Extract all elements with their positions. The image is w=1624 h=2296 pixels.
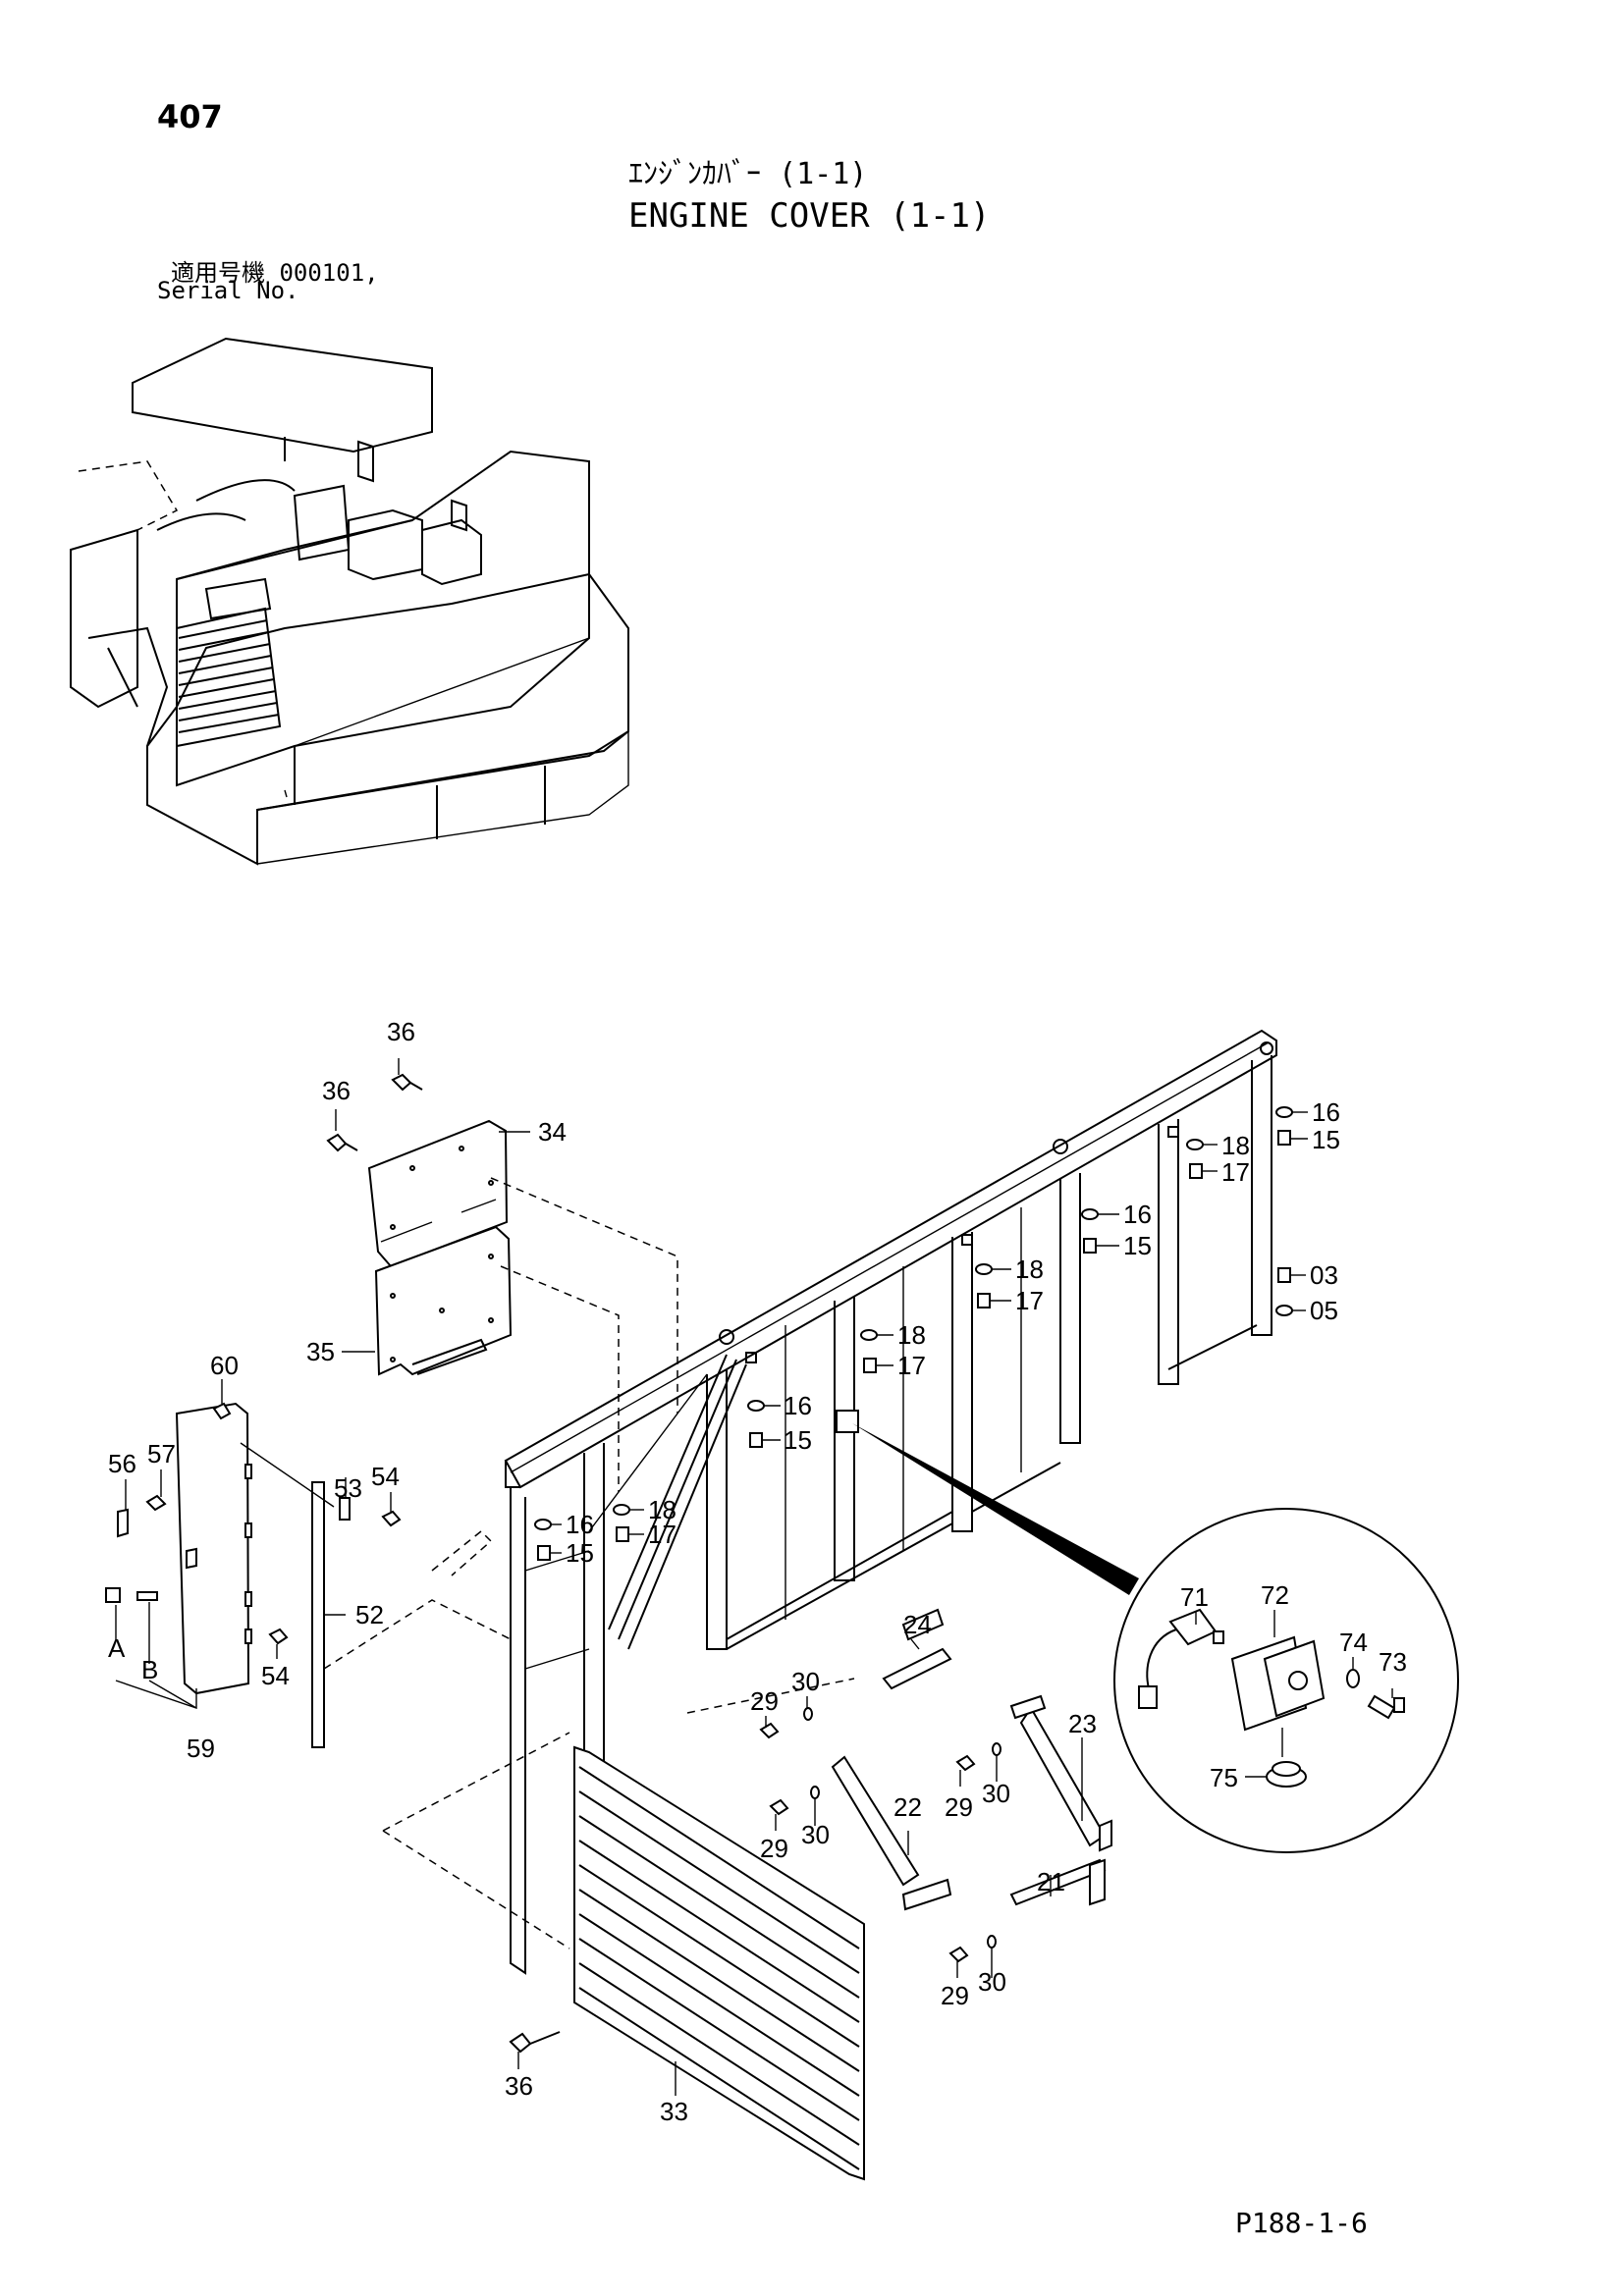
callout-22: 22 — [893, 1792, 922, 1822]
callout-30: 30 — [982, 1779, 1010, 1808]
callout-30: 30 — [978, 1967, 1006, 1997]
callout-29: 29 — [941, 1981, 969, 2010]
title-english: ENGINE COVER (1-1) — [628, 196, 991, 236]
title-japanese: ｴﾝｼﾞﾝｶﾊﾞｰ (1-1) — [628, 157, 868, 191]
callout-05: 05 — [1310, 1296, 1338, 1325]
stay-23 — [1019, 1706, 1107, 1847]
main-frame — [504, 1029, 1277, 1975]
callout-16: 16 — [1312, 1097, 1340, 1127]
callout-17: 17 — [648, 1520, 677, 1549]
callout-75: 75 — [1210, 1763, 1238, 1792]
callout-17: 17 — [897, 1351, 926, 1380]
grille-33 — [573, 1745, 865, 2181]
drawing-code: P188-1-6 — [1235, 2207, 1368, 2239]
detail-leader — [852, 1423, 1139, 1595]
serial-label-english: Serial No. — [157, 277, 299, 304]
callout-52: 52 — [355, 1600, 384, 1629]
callout-57: 57 — [147, 1439, 176, 1468]
callout-18: 18 — [1015, 1255, 1044, 1284]
callout-15: 15 — [1123, 1231, 1152, 1260]
callout-36: 36 — [387, 1017, 415, 1046]
callout-71: 71 — [1180, 1582, 1209, 1612]
part-53 — [339, 1497, 351, 1521]
leader-lines — [115, 1058, 1393, 2096]
callout-29: 29 — [750, 1686, 779, 1716]
callout-34: 34 — [538, 1117, 567, 1147]
serial-line-japanese: 適用号機 000101, — [171, 253, 379, 288]
callout-a: A — [108, 1633, 126, 1663]
callout-18: 18 — [648, 1495, 677, 1524]
panel-34 — [367, 1119, 509, 1268]
callout-30: 30 — [801, 1820, 830, 1849]
part-56 — [117, 1508, 129, 1538]
callout-54: 54 — [371, 1462, 400, 1491]
callout-15: 15 — [784, 1425, 812, 1455]
callout-15: 15 — [566, 1538, 594, 1568]
callout-74: 74 — [1339, 1628, 1368, 1657]
serial-label-japanese: 適用号機 — [171, 259, 265, 287]
callout-16: 16 — [1123, 1200, 1152, 1229]
callout-35: 35 — [306, 1337, 335, 1366]
callout-36: 36 — [505, 2071, 533, 2101]
panel-35 — [374, 1225, 513, 1376]
callout-18: 18 — [897, 1320, 926, 1350]
part-52-stay — [311, 1481, 325, 1748]
part-a-latch — [105, 1587, 121, 1603]
callout-29: 29 — [945, 1792, 973, 1822]
callout-53: 53 — [334, 1473, 362, 1503]
callout-36: 36 — [322, 1076, 351, 1105]
stay-24 — [882, 1647, 952, 1690]
callout-73: 73 — [1379, 1647, 1407, 1677]
fasteners — [145, 1073, 1293, 2054]
callout-56: 56 — [108, 1449, 136, 1478]
serial-value: 000101, — [279, 259, 379, 287]
callout-59: 59 — [187, 1734, 215, 1763]
callout-30: 30 — [791, 1667, 820, 1696]
page-number: 407 — [157, 98, 223, 135]
callout-03: 03 — [1310, 1260, 1338, 1290]
callout-29: 29 — [760, 1834, 788, 1863]
callout-23: 23 — [1068, 1709, 1097, 1738]
callout-33: 33 — [660, 2097, 688, 2126]
callout-21: 21 — [1037, 1867, 1065, 1896]
callout-labels: 36 36 34 35 60 57 56 53 54 52 54 A B 59 … — [108, 1017, 1407, 2126]
door-59 — [175, 1402, 252, 1695]
part-b-latch — [136, 1591, 158, 1601]
callout-15: 15 — [1312, 1125, 1340, 1154]
callout-18: 18 — [1221, 1131, 1250, 1160]
callout-17: 17 — [1015, 1286, 1044, 1315]
overview-grille — [176, 577, 282, 748]
detail-circle — [1113, 1508, 1459, 1853]
callout-60: 60 — [210, 1351, 239, 1380]
stay-22 — [831, 1755, 920, 1887]
callout-b: B — [141, 1655, 158, 1684]
machine-overview — [70, 337, 629, 866]
callout-72: 72 — [1261, 1580, 1289, 1610]
callout-17: 17 — [1221, 1157, 1250, 1187]
callout-16: 16 — [784, 1391, 812, 1420]
callout-24: 24 — [903, 1610, 932, 1639]
callout-16: 16 — [566, 1510, 594, 1539]
callout-54: 54 — [261, 1661, 290, 1690]
